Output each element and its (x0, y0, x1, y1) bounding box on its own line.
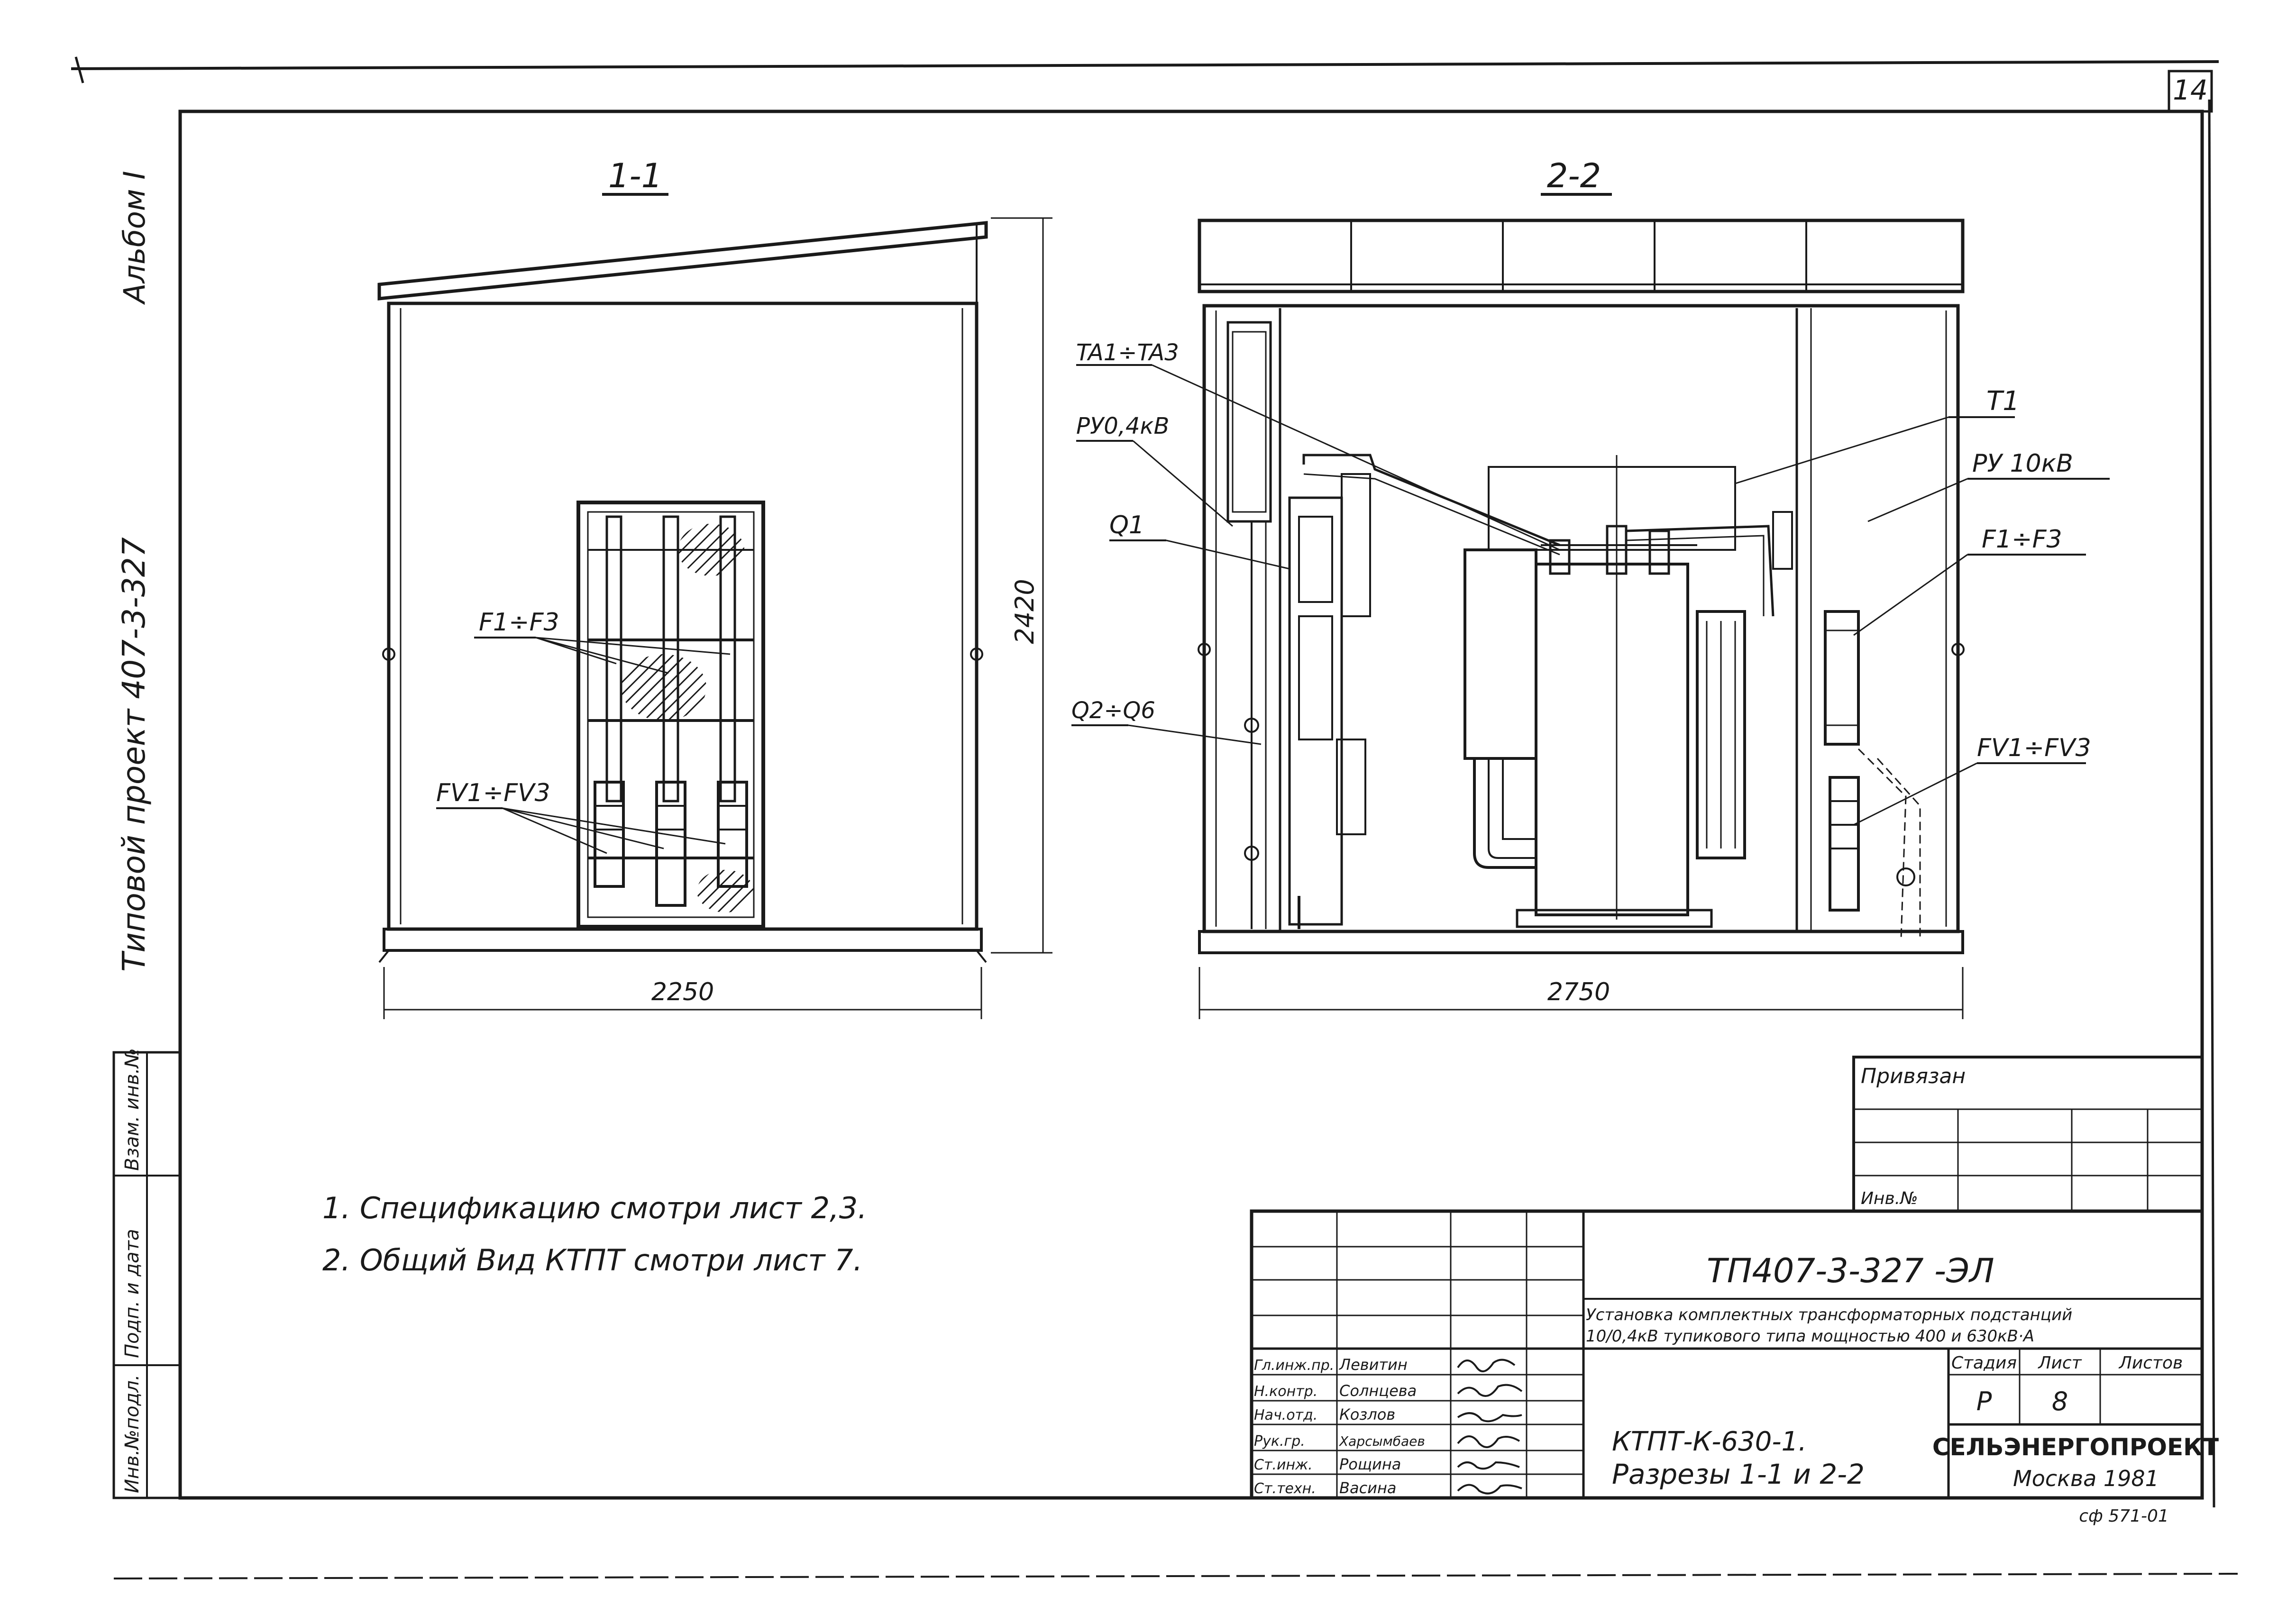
org-name: СЕЛЬЭНЕРГОПРОЕКТ (1932, 1433, 2219, 1461)
stamp-replace-inv: Взам. инв.№ (121, 1048, 143, 1171)
drawing-title-1: КТПТ-К-630-1. (1612, 1426, 1807, 1457)
signatures (1457, 1359, 1523, 1495)
name-5: Рощина (1339, 1455, 1401, 1473)
s2-label-ta1-ta3: TA1÷TA3 (1076, 339, 1179, 366)
s1-label-f1-f3: F1÷F3 (479, 608, 559, 637)
name-4: Харсымбаев (1338, 1433, 1425, 1449)
city-year: Москва 1981 (2013, 1466, 2159, 1491)
s2-label-t1: T1 (1986, 386, 2020, 417)
sheets-label: Листов (2118, 1353, 2183, 1373)
binding-title: Привязан (1861, 1064, 1966, 1088)
doc-description-2: 10/0,4кВ тупикового типа мощностью 400 и… (1586, 1327, 2034, 1346)
section-2-2: 2-2 (1071, 156, 2110, 1019)
copy-code: сф 571-01 (2079, 1506, 2169, 1526)
s1-label-fv1-fv3: FV1÷FV3 (436, 779, 550, 807)
s2-width-dim: 2750 (1547, 978, 1610, 1006)
doc-description-1: Установка комплектных трансформаторных п… (1586, 1305, 2072, 1324)
role-2: Н.контр. (1254, 1383, 1317, 1400)
stage-value: Р (1976, 1387, 1992, 1416)
s2-label-fv1-fv3: FV1÷FV3 (1977, 734, 2091, 762)
section-1-title: 1-1 (608, 156, 662, 195)
side-stamp (112, 1051, 182, 1499)
s1-height-dim: 2420 (1010, 579, 1040, 644)
s2-label-q2-q6: Q2÷Q6 (1071, 697, 1155, 724)
role-6: Ст.техн. (1254, 1480, 1316, 1497)
s2-label-f1-f3: F1÷F3 (1982, 525, 2062, 554)
role-3: Нач.отд. (1254, 1407, 1317, 1423)
name-6: Васина (1339, 1479, 1396, 1497)
name-1: Левитин (1339, 1356, 1408, 1374)
s2-label-q1: Q1 (1109, 511, 1144, 539)
name-3: Козлов (1339, 1405, 1395, 1423)
title-block (1250, 1209, 2204, 1500)
note-2: 2. Общий Вид КТПТ смотри лист 7. (322, 1243, 862, 1277)
section-2-title: 2-2 (1547, 156, 1601, 195)
project-label: Типовой проект 407-3-327 (116, 537, 152, 972)
role-5: Ст.инж. (1254, 1457, 1313, 1473)
stage-label: Стадия (1951, 1353, 2017, 1373)
sheet-value: 8 (2052, 1387, 2068, 1416)
doc-code: ТП407-3-327 -ЭЛ (1707, 1251, 1994, 1290)
sheet-frame (71, 56, 2238, 1579)
section-1-1: 1-1 (377, 156, 1052, 1019)
s1-width-dim: 2250 (651, 978, 714, 1006)
sheet-number: 14 (2173, 74, 2208, 106)
stamp-sign-date: Подп. и дата (121, 1229, 143, 1358)
name-2: Солнцева (1339, 1382, 1417, 1400)
stamp-inv-orig: Инв.№подл. (121, 1374, 143, 1493)
role-1: Гл.инж.пр. (1254, 1357, 1334, 1374)
album-label: Альбом I (117, 171, 152, 305)
binding-inv: Инв.№ (1861, 1189, 1918, 1208)
s2-label-ru10: РУ 10кВ (1972, 449, 2073, 478)
note-1: 1. Спецификацию смотри лист 2,3. (322, 1191, 867, 1225)
sheet-label: Лист (2037, 1353, 2082, 1373)
drawing-title-2: Разрезы 1-1 и 2-2 (1612, 1458, 1865, 1490)
role-4: Рук.гр. (1254, 1433, 1305, 1450)
s2-label-ru04: РУ0,4кВ (1076, 413, 1169, 439)
